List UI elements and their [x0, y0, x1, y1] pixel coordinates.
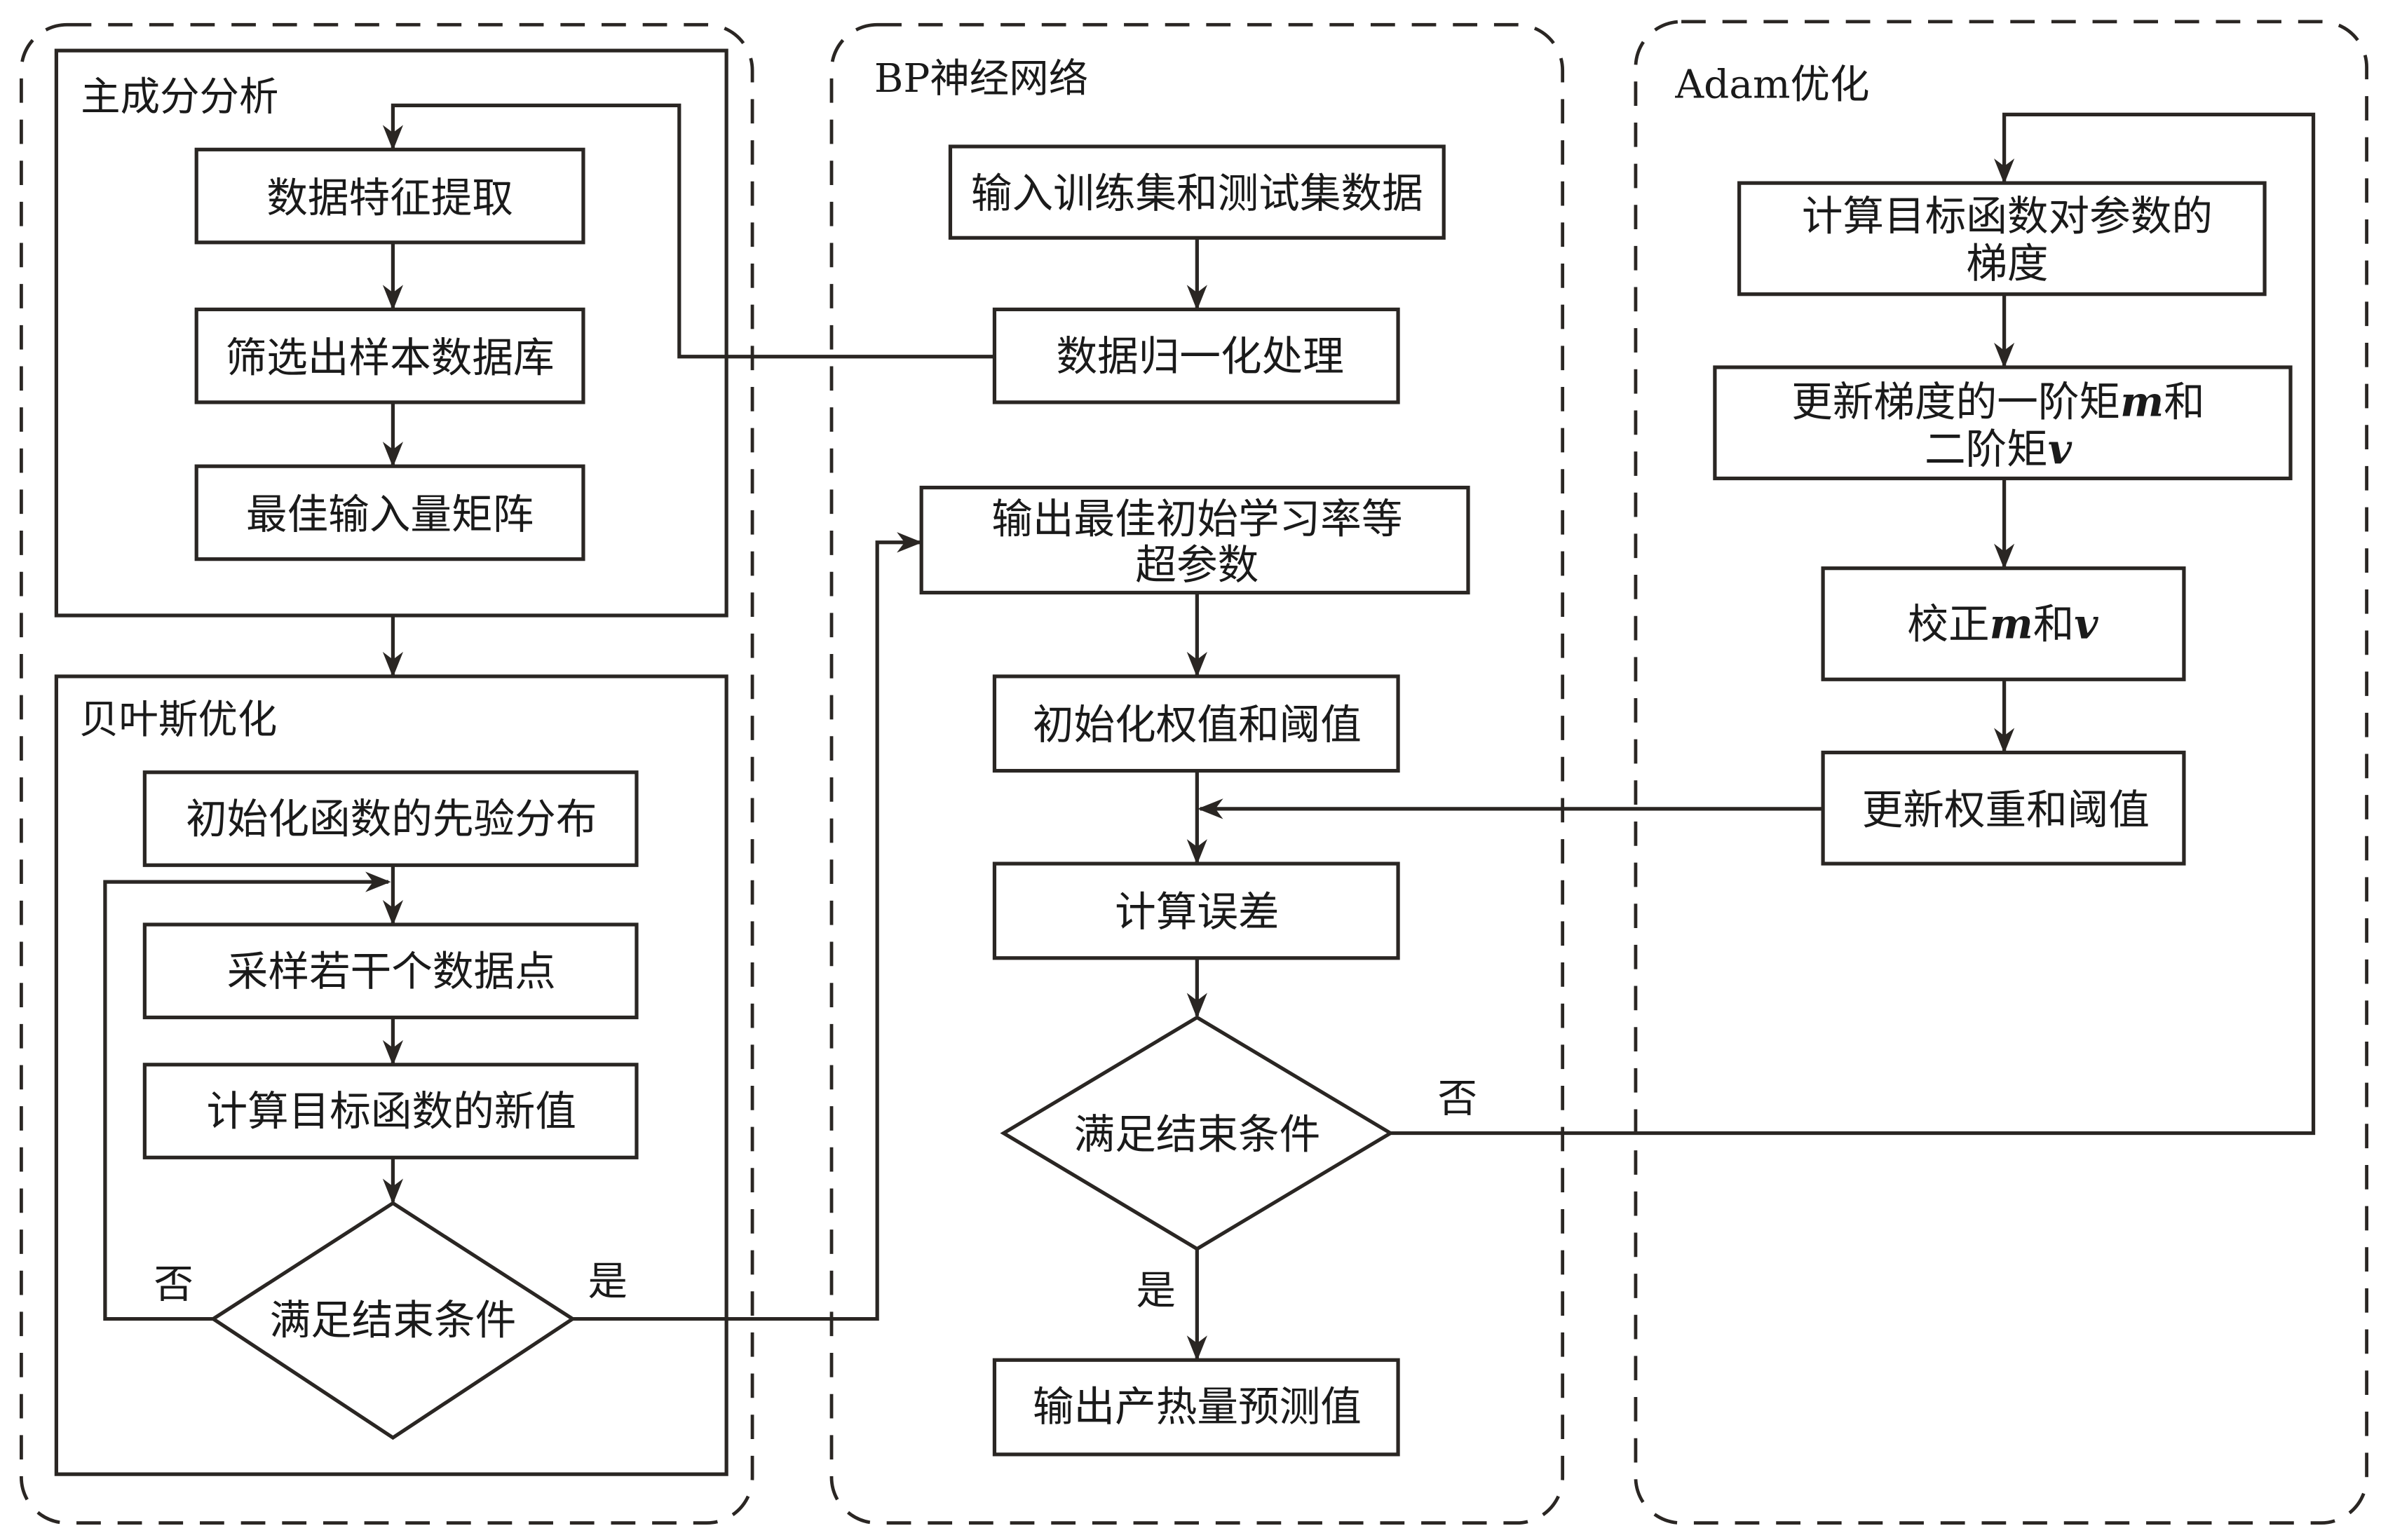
adam-step-label: 二阶矩v: [1925, 425, 2072, 473]
bp-no-label: 否: [1438, 1076, 1477, 1122]
section-left-container: [20, 22, 754, 1525]
adam-title: Adam优化: [1674, 62, 1869, 107]
bp-step-hyperparams[interactable]: 输出最佳初始学习率等 超参数: [919, 485, 1470, 595]
bp-step-init-weights[interactable]: 初始化权值和阈值: [992, 674, 1400, 773]
bp-step-label: 输入训练集和测试集数据: [971, 170, 1423, 217]
pca-step-label: 筛选出样本数据库: [226, 334, 555, 381]
bayes-step-sample[interactable]: 采样若干个数据点: [142, 922, 639, 1020]
bp-step-label: 输出产热量预测值: [1033, 1383, 1362, 1431]
pca-step-feature-extraction[interactable]: 数据特征提取: [194, 147, 585, 245]
adam-step-label: 计算目标函数对参数的: [1802, 192, 2213, 240]
arrow-bp-no-to-adam: [1390, 112, 2316, 1136]
pca-step-label: 数据特征提取: [266, 174, 513, 222]
section-adam-container: [1634, 20, 2368, 1525]
pca-step-label: 最佳输入量矩阵: [246, 491, 534, 538]
bayes-decision[interactable]: 满足结束条件: [210, 1201, 576, 1440]
bayes-title: 贝叶斯优化: [79, 697, 277, 742]
bp-title: BP神经网络: [874, 56, 1088, 102]
adam-step-label: 更新梯度的一阶矩m和: [1791, 377, 2205, 425]
bayes-step-label: 初始化函数的先验分布: [186, 796, 597, 843]
bp-step-input[interactable]: 输入训练集和测试集数据: [948, 144, 1446, 240]
bp-step-label: 超参数: [1135, 541, 1259, 589]
bp-yes-label: 是: [1136, 1268, 1175, 1314]
arrow-bayes-yes-to-hyper: [572, 532, 923, 1321]
adam-step-correct[interactable]: 校正m和v: [1821, 566, 2186, 681]
bp-step-label: 初始化权值和阈值: [1033, 701, 1362, 749]
section-bp-container: [829, 22, 1565, 1525]
bayes-step-label: 计算目标函数的新值: [206, 1088, 576, 1136]
bayes-step-objective[interactable]: 计算目标函数的新值: [142, 1063, 639, 1159]
bp-step-output[interactable]: 输出产热量预测值: [992, 1358, 1400, 1457]
bp-decision[interactable]: 满足结束条件: [1000, 1015, 1395, 1251]
bp-step-error[interactable]: 计算误差: [992, 861, 1400, 960]
bp-step-normalize[interactable]: 数据归一化处理: [992, 307, 1400, 404]
adam-step-moments[interactable]: 更新梯度的一阶矩m和 二阶矩v: [1713, 365, 2293, 481]
pca-step-input-matrix[interactable]: 最佳输入量矩阵: [194, 464, 585, 561]
adam-step-gradient[interactable]: 计算目标函数对参数的 梯度: [1737, 181, 2267, 297]
bayes-step-prior[interactable]: 初始化函数的先验分布: [142, 770, 639, 867]
bp-step-label: 计算误差: [1115, 888, 1280, 936]
bayes-step-label: 采样若干个数据点: [227, 948, 556, 995]
bayes-yes-label: 是: [588, 1259, 627, 1304]
bayes-decision-label: 满足结束条件: [270, 1296, 517, 1344]
pca-step-sample-database[interactable]: 筛选出样本数据库: [194, 307, 585, 404]
arrow-bayes-no-loop: [103, 871, 391, 1321]
adam-step-update[interactable]: 更新权重和阈值: [1821, 750, 2186, 866]
bp-step-label: 数据归一化处理: [1057, 332, 1344, 380]
arrow-normalize-to-feature: [382, 103, 995, 359]
bayes-no-label: 否: [154, 1262, 193, 1307]
adam-step-label: 校正m和v: [1907, 600, 2098, 648]
pca-title: 主成分分析: [81, 74, 278, 120]
adam-step-label: 梯度: [1966, 240, 2048, 287]
bp-decision-label: 满足结束条件: [1073, 1110, 1320, 1158]
adam-step-label: 更新权重和阈值: [1862, 786, 2150, 834]
bp-step-label: 输出最佳初始学习率等: [991, 496, 1402, 543]
